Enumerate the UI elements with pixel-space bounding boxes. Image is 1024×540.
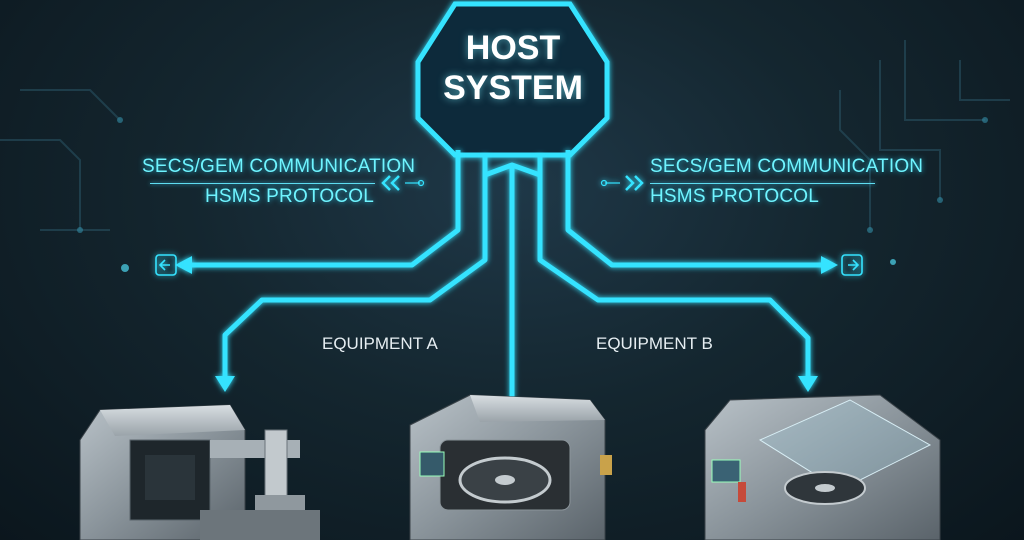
arrowhead-left	[175, 256, 192, 274]
arrowhead-right	[821, 256, 838, 274]
arrowhead-equipment-b	[798, 376, 818, 392]
equipment-a-machine	[79, 404, 320, 540]
link-lines	[185, 150, 830, 400]
background-circuit-nodes	[77, 117, 988, 272]
left-link-subtitle: HSMS PROTOCOL	[205, 186, 375, 207]
left-link-title: SECS/GEM COMMUNICATION	[142, 156, 416, 177]
host-system-title: HOST SYSTEM	[420, 28, 606, 108]
left-arrow-box-icon	[155, 254, 177, 276]
link-host-right-outer	[565, 150, 830, 268]
link-host-left-outer	[185, 150, 461, 268]
link-host-equipment-a	[222, 155, 488, 380]
left-link-divider	[150, 183, 375, 184]
right-arrow-box-icon	[841, 254, 863, 276]
right-link-subtitle: HSMS PROTOCOL	[650, 186, 820, 207]
right-link-title: SECS/GEM COMMUNICATION	[650, 156, 924, 177]
link-arrowheads	[175, 256, 838, 392]
equipment-b-machine	[704, 394, 941, 540]
host-title-line-1: HOST	[465, 29, 561, 67]
arrowhead-equipment-a	[215, 376, 235, 392]
background-circuit-traces	[0, 40, 1010, 231]
equipment-b-label: EQUIPMENT B	[596, 334, 713, 353]
left-chevrons-icon	[381, 175, 425, 191]
host-title-line-2: SYSTEM	[443, 69, 583, 107]
link-host-equipment-b	[537, 155, 811, 380]
equipment-a-label: EQUIPMENT A	[322, 334, 438, 353]
right-chevrons-icon	[600, 175, 644, 191]
equipment-center-machine	[409, 394, 612, 540]
right-link-divider	[650, 183, 875, 184]
